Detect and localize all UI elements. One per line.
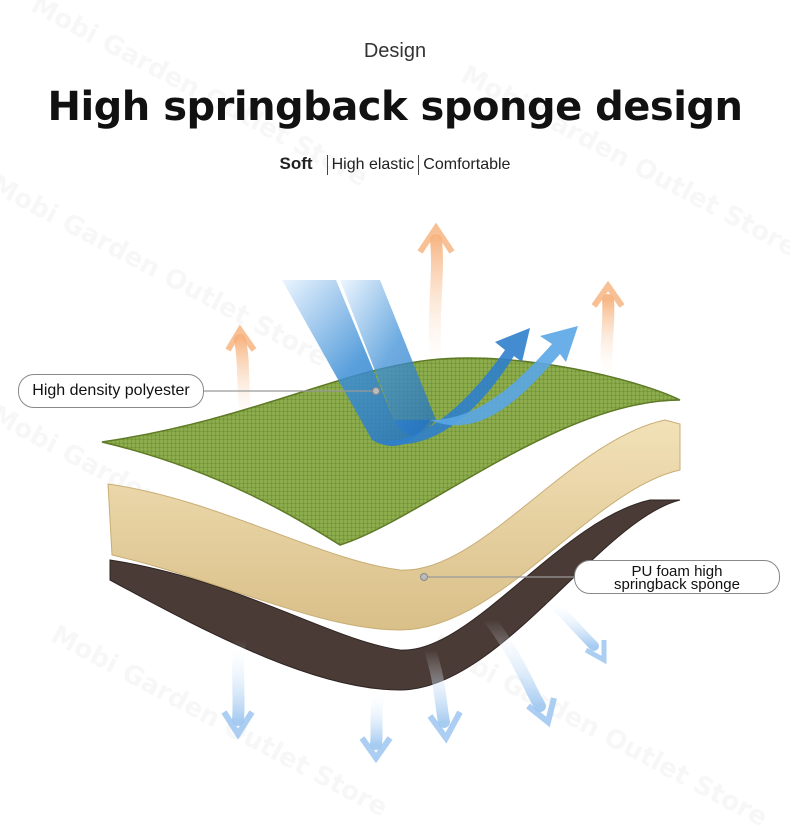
callout-pu-foam: PU foam high springback sponge xyxy=(574,560,780,594)
feature-high-elastic: High elastic xyxy=(331,156,415,173)
page-title: High springback sponge design xyxy=(47,84,743,130)
callout-dot xyxy=(372,387,380,395)
feature-comfortable: Comfortable xyxy=(423,156,511,173)
feature-list: Soft High elastic Comfortable xyxy=(0,154,790,175)
callout-high-density-polyester: High density polyester xyxy=(18,374,204,408)
cool-arrows xyxy=(221,595,607,764)
fabric-layer xyxy=(101,357,681,546)
divider xyxy=(326,154,328,175)
callout-dot xyxy=(420,573,428,581)
divider xyxy=(418,154,420,175)
airflow-arrows xyxy=(282,280,578,446)
feature-soft: Soft xyxy=(279,154,313,173)
callout-line: PU foam high xyxy=(631,563,723,580)
section-eyebrow: Design xyxy=(363,40,427,62)
base-layer xyxy=(110,500,680,690)
callout-line: springback sponge xyxy=(614,576,740,593)
foam-layer xyxy=(107,419,681,631)
